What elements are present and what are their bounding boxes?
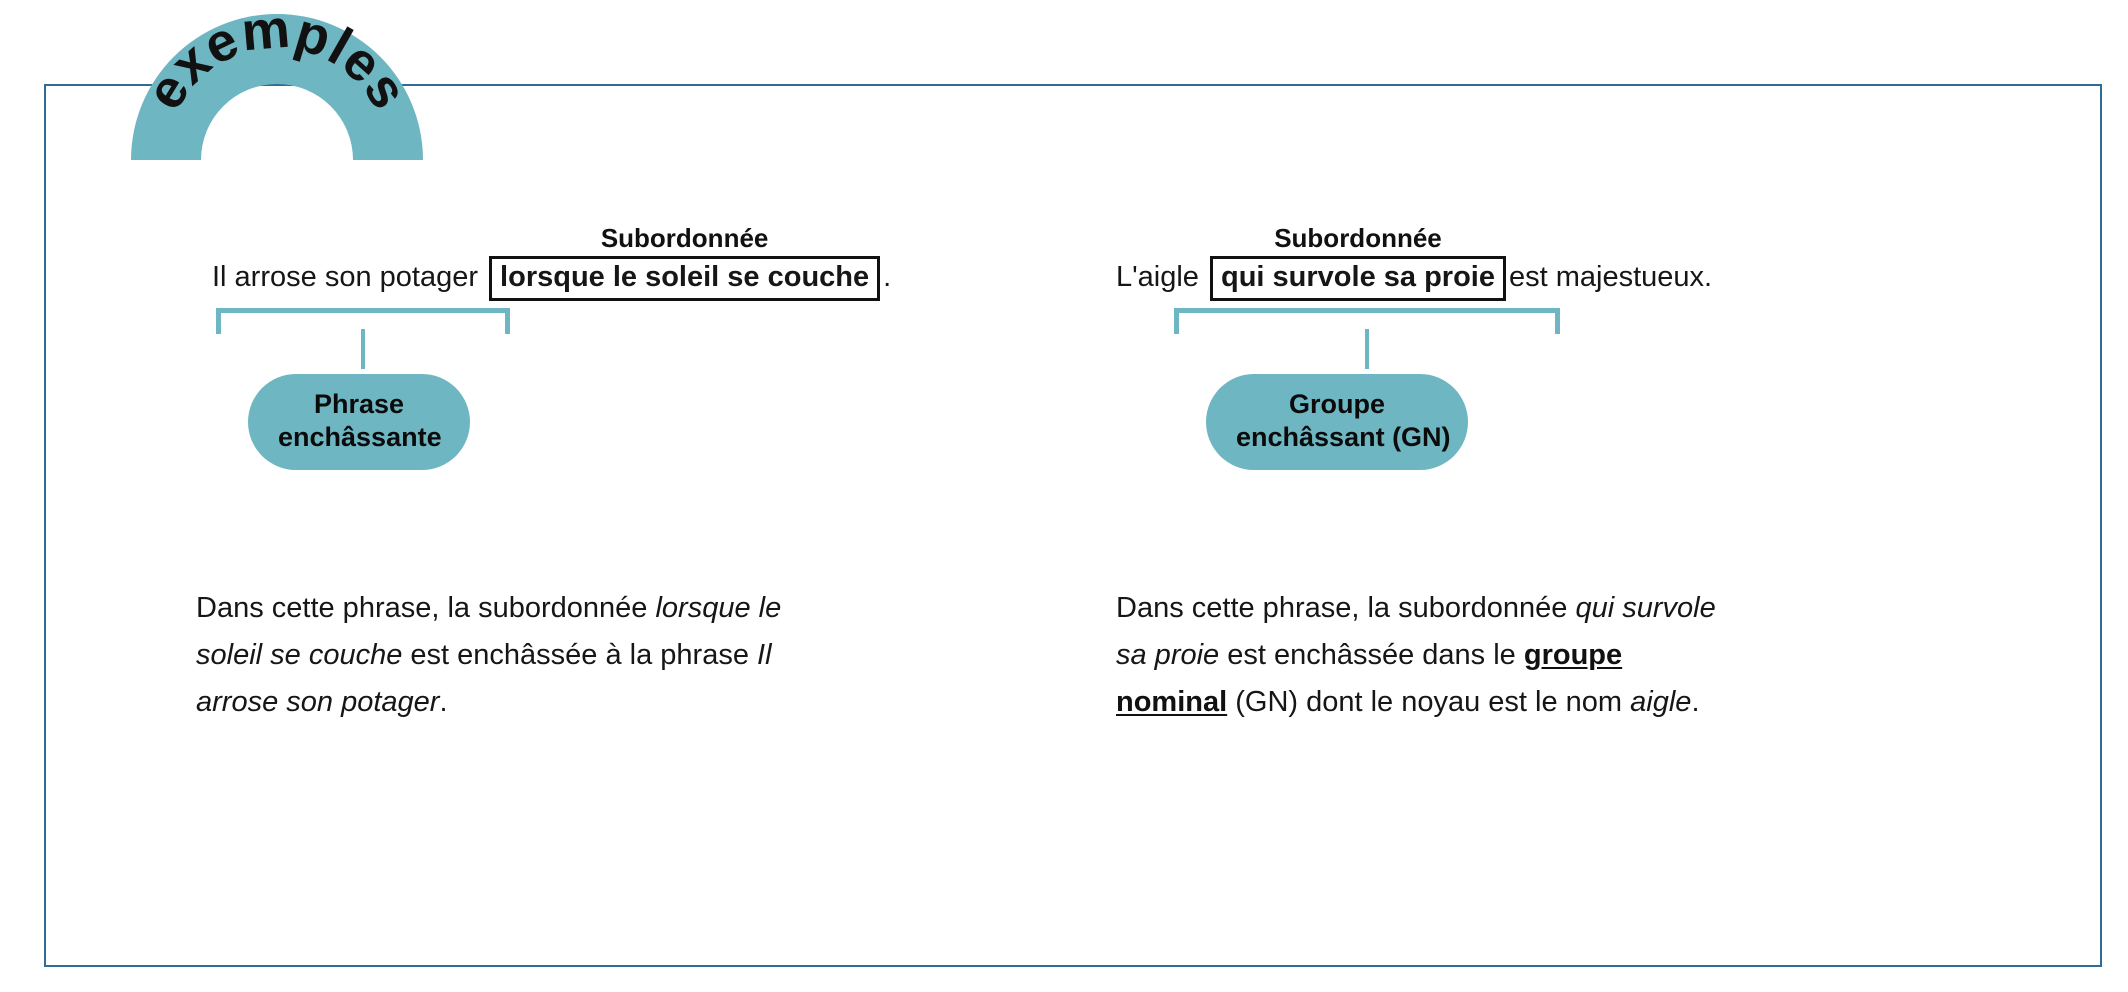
bracket-shape: [1174, 308, 1560, 334]
subordinate-label: Subordonnée: [600, 223, 769, 253]
explanation-italic-1: lorsque le soleil se couche: [196, 592, 782, 671]
bracket-shape: [216, 308, 510, 334]
sentence-suffix: est majestueux.: [1508, 261, 1713, 293]
sentence-line: L'aigle Subordonnée qui survole sa proie…: [1116, 225, 1713, 301]
sentence-suffix: .: [883, 261, 892, 293]
subordinate-clause-box: Subordonnée qui survole sa proie: [1210, 225, 1506, 301]
sentence-line: Il arrose son potager Subordonnée lorsqu…: [212, 225, 892, 301]
pill-line-2: enchâssante: [278, 421, 442, 452]
enclosing-label-pill-2: Groupe enchâssant (GN): [1206, 374, 1468, 470]
explanation-part-2: est enchâssée à la phrase: [402, 638, 758, 671]
subordinate-clause-text: qui survole sa proie: [1221, 261, 1495, 293]
pill-line-1: Phrase: [313, 389, 405, 419]
example-sentence-2: L'aigle Subordonnée qui survole sa proie…: [1116, 221, 2016, 301]
examples-card: Il arrose son potager Subordonnée lorsqu…: [44, 84, 2102, 967]
example-explanation-1: Dans cette phrase, la subordonnée lorsqu…: [196, 585, 836, 726]
enclosing-bracket-1: [216, 308, 510, 369]
explanation-italic-1: qui survole sa proie: [1116, 592, 1716, 671]
pill-line-2: enchâssant (GN): [1236, 421, 1451, 452]
bracket-stem: [361, 329, 365, 369]
subordinate-label: Subordonnée: [1274, 223, 1442, 253]
explanation-part-3: (GN) dont le noyau est le nom: [1227, 685, 1631, 718]
example-sentence-1: Il arrose son potager Subordonnée lorsqu…: [196, 221, 1096, 301]
sentence-prefix: L'aigle: [1116, 261, 1199, 293]
sentence-prefix: Il arrose son potager: [212, 261, 478, 293]
example-explanation-2: Dans cette phrase, la subordonnée qui su…: [1116, 585, 1716, 726]
explanation-part-1: Dans cette phrase, la subordonnée: [196, 592, 656, 624]
enclosing-label-pill-1: Phrase enchâssante: [248, 374, 470, 470]
pill-line-1: Groupe: [1288, 389, 1385, 419]
explanation-part-2: est enchâssée dans le: [1219, 638, 1524, 671]
explanation-part-3: .: [439, 685, 448, 718]
examples-row: Il arrose son potager Subordonnée lorsqu…: [46, 86, 2100, 965]
enclosing-bracket-2: [1174, 308, 1560, 369]
explanation-italic-2: Il arrose son potager: [196, 638, 772, 718]
explanation-part-1: Dans cette phrase, la subordonnée: [1116, 592, 1576, 624]
subordinate-clause-text: lorsque le soleil se couche: [500, 261, 870, 293]
explanation-italic-2: aigle: [1630, 685, 1692, 718]
bracket-stem: [1365, 329, 1369, 369]
subordinate-clause-box: Subordonnée lorsque le soleil se couche: [489, 225, 881, 301]
explanation-part-4: .: [1691, 685, 1700, 718]
groupe-nominal-link[interactable]: groupe nominal: [1116, 638, 1623, 718]
